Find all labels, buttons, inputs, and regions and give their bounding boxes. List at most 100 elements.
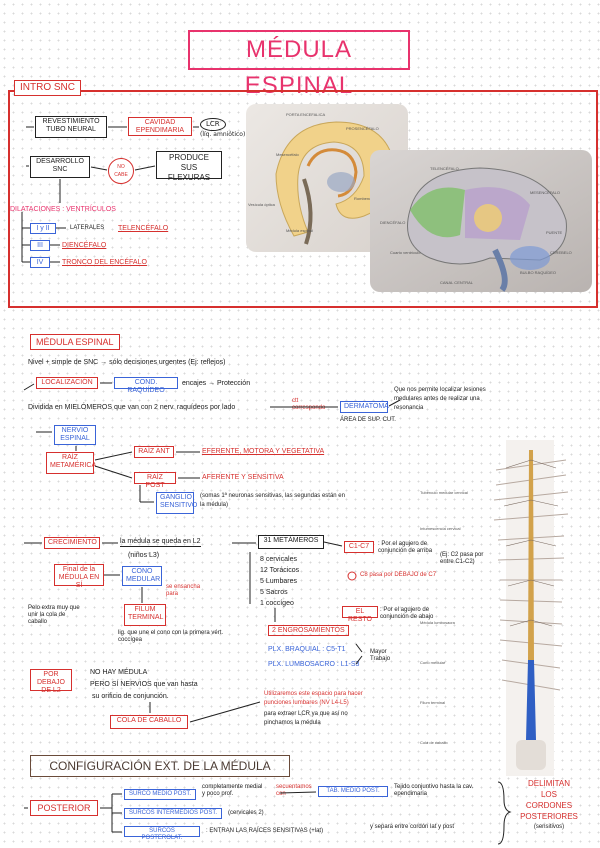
ventricle-tag-2: III [30,240,50,251]
spine-label-0: Tubérculo medular cervical [420,490,468,495]
ganglio-box: GANGLIO SENSITIVO [156,492,197,514]
config-title: CONFIGURACIÓN EXT. DE LA MÉDULA [30,755,290,777]
secuentamos-note: secuentamos con [276,784,312,797]
surcos-post-note: : ENTRAN LAS RAÍCES SENSITIVAS (+lat) [206,828,324,834]
espacio-text: Utilizaremos este espacio para hacer pun… [264,691,363,706]
ventricle-tag-1: I y II [30,223,56,234]
medula-connectors [23,382,401,503]
localizacion-note: encajes → Protección [182,380,251,387]
lcr-note: (líq. amniótico) [200,131,246,138]
cavity-box: CAVIDAD EPENDIMARIA [128,117,192,136]
no-cabe-badge: NO CABE [108,158,134,184]
tab-medio-box: TAB. MEDIO POST. [318,786,388,797]
completamente-note: completamente medial y poco prof. [202,784,263,797]
brain-label-4: Médula espinal [286,228,313,233]
metamero-4: 1 coccígeo [260,600,294,607]
delimitan-line-3: POSTERIORES [520,812,578,821]
dermatoma-side: Que nos permite localizar lesiones medul… [394,387,486,411]
raiz-ant-text: EFERENTE, MOTORA Y VEGETATIVA [202,448,325,455]
spine-label-5: Cola de caballo [420,740,448,745]
raiz-post-text: AFERENTE Y SENSITIVA [202,474,284,481]
surco-medio-box: SURCO MEDIO POST. [124,789,196,800]
extraer-text: para extraer LCR ya que así no pinchamos… [264,711,348,726]
brain-label-3: Rombencéfalo [354,196,380,201]
nervio-espinal-box: NERVIO ESPINAL [54,425,96,445]
posterior-box: POSTERIOR [30,800,98,816]
ctt-label: ctt correspondo [292,398,326,411]
final-medula-box: Final de la MÉDULA EN SÍ [54,564,104,589]
brain-label-10: CEREBELO [550,250,572,255]
dermatoma-box: DERMATOMA [340,401,389,413]
brain-label-9: PUENTE [546,230,563,235]
intro-section-frame [8,90,598,308]
spinal-cord-image [476,440,586,776]
spine-label-4: Filum terminal [420,700,446,705]
ganglio-note: (somas 1ª neuronas sensitivas, las segun… [200,493,345,508]
c2-example: (Ej: C2 pasa por entre C1-C2) [440,552,484,565]
cono-medular-box: CONO MEDULAR [122,566,162,586]
se-queda-text: la médula se queda en L2 [120,538,201,547]
delimitan-line-0: DELIMITAN [527,779,571,788]
brain-label-12: Cuarto ventrículo [390,250,421,255]
dilatations-title: DILATACIONES : VENTRÍCULOS [10,206,116,213]
mayor-trabajo: Mayor Trabajo [370,649,391,662]
sensitivos-note: (sensitivos) [533,824,565,830]
spine-label-1: Intumescencia cervical [420,526,461,531]
localizacion-box: LOCALIZACIÓN [36,377,98,389]
debajo-line-3: su orificio de conjunción. [92,693,169,700]
metamero-3: 5 Sacros [260,589,288,596]
ventricle-arrow-1: LATERALES [70,225,105,231]
cono-note: se ensancha para [166,584,201,597]
intro-connectors [21,126,199,263]
dermatoma-note: ÁREA DE SUP. CUT. [340,417,396,423]
spine-drawing [493,440,569,776]
plexo-lumbosacro: PLX. LUMBOSACRO : L1-S3 [268,661,360,668]
debajo-line-1: NO HAY MÉDULA [90,669,148,676]
delimitan-line-1: LOS [540,790,557,799]
crecimiento-box: CRECIMIENTO [44,537,100,549]
debajo-connectors [149,701,261,723]
brain-label-2: Mesencéfalo [276,152,299,157]
metameros-box: 31 METÁMEROS [258,535,324,549]
ninos-text: (niños L3) [128,552,160,559]
surcos-inter-note: (cervicales 2) [228,810,264,816]
tejido-note: Tejido conjuntivo hasta la cav. ependima… [394,784,474,797]
c8-text: C8 pasa por DEBAJO de C7 [360,572,437,578]
raiz-metamerica-box: RAÍZ METAMÉRICA [46,452,96,474]
brain-label-11: BULBO RAQUÍDEO [520,270,557,275]
surcos-inter-box: SURCOS INTERMEDIOS POST. [124,808,222,819]
ventricle-target-2: DIENCÉFALO [62,242,107,249]
adult-brain-drawing [407,167,567,292]
c1c7-text: : Por el agujero de conjunción de arriba [378,541,433,554]
medula-section-label: MÉDULA ESPINAL [30,334,120,350]
c1c7-box: C1-C7 [344,541,374,553]
spine-label-3: Cono medular [420,660,446,665]
embryo-brain-drawing [275,121,395,245]
ventricle-target-1: TELENCÉFALO [118,225,169,232]
adult-brain-image: TELENCÉFALO DIENCÉFALO MESENCÉFALO PUENT… [370,150,592,292]
page-title: MÉDULA ESPINAL [188,30,410,99]
brain-label-0: PORTA ENCEFALICA [286,112,326,117]
separa-note: y separa entre cordón lat y post [370,824,455,830]
cond-raquideo-box: COND. RAQUÍDEO [114,377,178,394]
divide-line: Dividida en MIELÓMEROS que van con 2 ner… [28,404,236,411]
brain-label-1: PROSENCÉFALO [346,126,379,131]
ventricle-target-3: TRONCO DEL ENCÉFALO [62,259,147,266]
metamero-1: 12 Torácicos [260,567,300,574]
nivel-line: Nivel + simple de SNC → sólo decisiones … [28,359,226,366]
metamero-2: 5 Lumbares [260,578,297,585]
lcr-label: LCR [200,118,226,131]
cola-caballo-box: COLA DE CABALLO [110,715,188,729]
brain-label-7: DIENCÉFALO [380,220,406,225]
raiz-post-box: RAÍZ POST [134,472,176,489]
flexuras-box: PRODUCE SUS FLEXURAS [156,151,222,182]
development-box: DESARROLLO SNC [30,156,90,178]
brain-label-5: Vesícula óptica [248,202,275,207]
ventricle-tag-3: IV [30,257,50,268]
tube-box: REVESTIMIENTO TUBO NEURAL [35,116,107,138]
brain-label-6: TELENCÉFALO [430,166,459,171]
intro-section-label: INTRO SNC [14,80,81,96]
engrosamientos: 2 ENGROSAMIENTOS [268,625,349,636]
metamero-0: 8 cervicales [260,556,297,563]
